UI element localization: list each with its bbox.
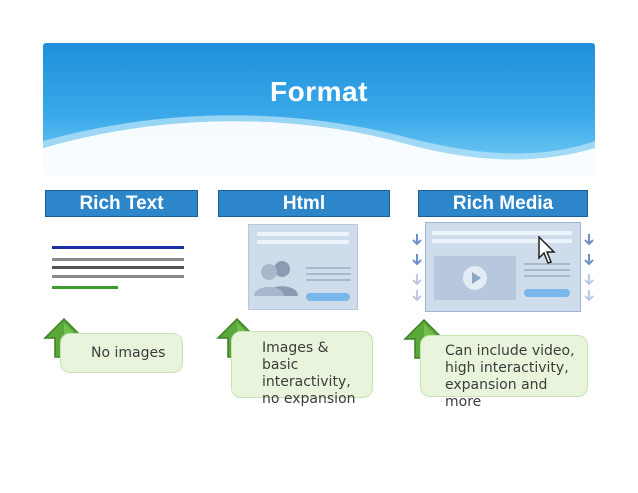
text-bar: [524, 269, 570, 271]
note-rich-media: Can include video, high interactivity, e…: [420, 335, 588, 410]
text-bar: [306, 279, 351, 281]
wave-decoration: [43, 115, 595, 176]
category-rich-media: Rich Media: [418, 190, 588, 217]
text-bar: [306, 273, 351, 275]
text-line: [52, 275, 184, 278]
button-shape: [524, 289, 570, 297]
category-rich-text: Rich Text: [45, 190, 198, 217]
note-rich-text: No images: [60, 333, 183, 373]
cursor-icon: [538, 236, 556, 264]
text-bar: [432, 231, 572, 235]
text-line: [52, 258, 184, 261]
button-shape: [306, 293, 350, 301]
text-bar: [524, 275, 570, 277]
text-bar: [524, 263, 570, 265]
text-line: [52, 266, 184, 269]
page-title: Format: [270, 76, 368, 107]
down-arrow-icon: [584, 234, 594, 302]
html-ad-illustration: [248, 224, 358, 310]
down-arrow-icon: [412, 234, 422, 302]
category-html: Html: [218, 190, 390, 217]
note-html: Images & basic interactivity, no expansi…: [231, 331, 373, 407]
text-line: [52, 286, 118, 289]
text-bar: [306, 267, 351, 269]
title-banner: Format: [43, 43, 595, 176]
text-bar: [257, 232, 349, 236]
person-icon: [254, 261, 298, 296]
text-bar: [432, 239, 572, 243]
video-area: [434, 256, 516, 300]
play-icon: [463, 266, 487, 290]
rich-media-ad: [425, 222, 581, 312]
text-line: [52, 246, 184, 249]
text-bar: [257, 240, 349, 244]
